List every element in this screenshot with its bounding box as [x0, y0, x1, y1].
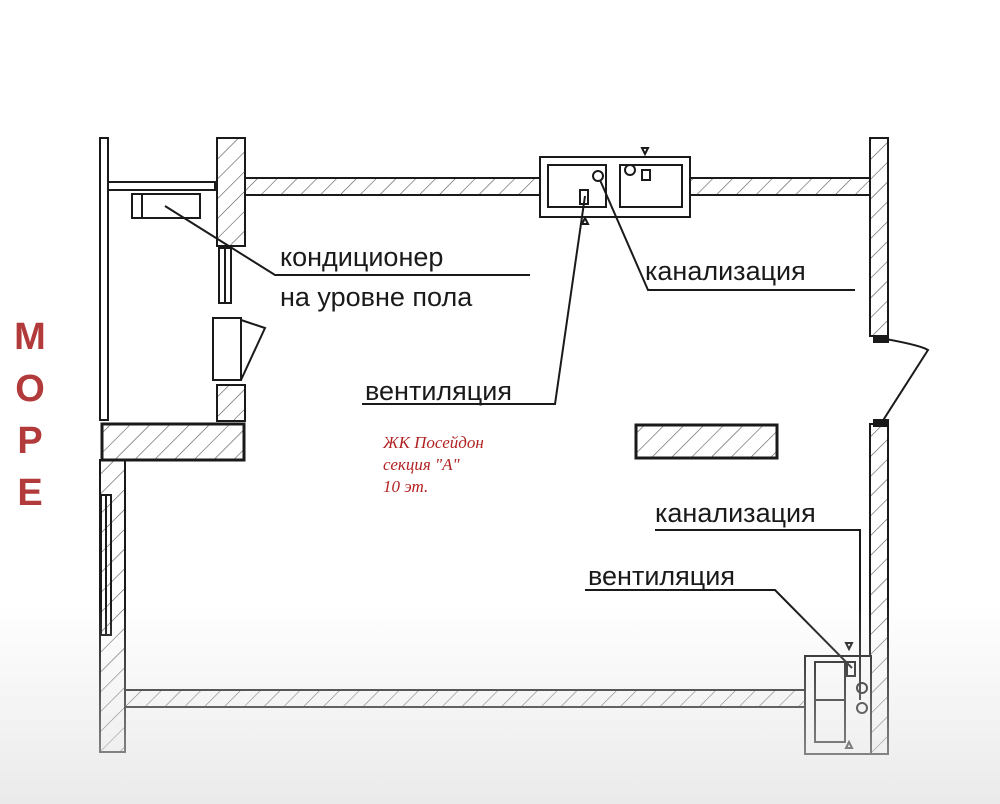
wall-inner-column	[216, 137, 246, 247]
wall-right-lower	[869, 423, 889, 755]
note-line-2: секция "А"	[383, 455, 460, 475]
sea-letter-2: О	[15, 368, 45, 410]
wall-bottom	[124, 689, 806, 708]
beams	[100, 422, 779, 462]
beam-left	[100, 422, 246, 462]
window-balcony	[212, 247, 267, 381]
shaft-bottom	[804, 642, 872, 755]
ventilation-label-bottom: вентиляция	[588, 561, 735, 591]
shaft-top	[539, 147, 691, 225]
wall-right-upper	[869, 137, 889, 337]
sewage-label-top: канализация	[645, 256, 806, 286]
wall-top-left	[244, 177, 541, 196]
sewage-label-bottom: канализация	[655, 498, 816, 528]
sea-letter-1: М	[14, 316, 46, 358]
ventilation-label-top: вентиляция	[365, 376, 512, 406]
wall-balcony-left	[99, 137, 109, 421]
project-note: ЖК Посейдон секция "А" 10 эт.	[383, 432, 484, 498]
wall-balcony-top	[99, 181, 216, 191]
ac-label-line2: на уровне пола	[280, 282, 473, 312]
note-line-1: ЖК Посейдон	[383, 433, 484, 452]
sea-letter-3: Р	[17, 420, 43, 462]
beam-center	[634, 423, 779, 460]
ac-label-line1: кондиционер	[280, 242, 444, 272]
sea-letter-4: Е	[17, 472, 43, 514]
wall-top-right	[689, 177, 871, 196]
wall-left-lower	[99, 459, 126, 753]
wall-inner-column-lower	[216, 384, 246, 422]
ac-unit	[131, 193, 201, 219]
note-line-3: 10 эт.	[383, 477, 429, 497]
door-right	[873, 335, 930, 427]
